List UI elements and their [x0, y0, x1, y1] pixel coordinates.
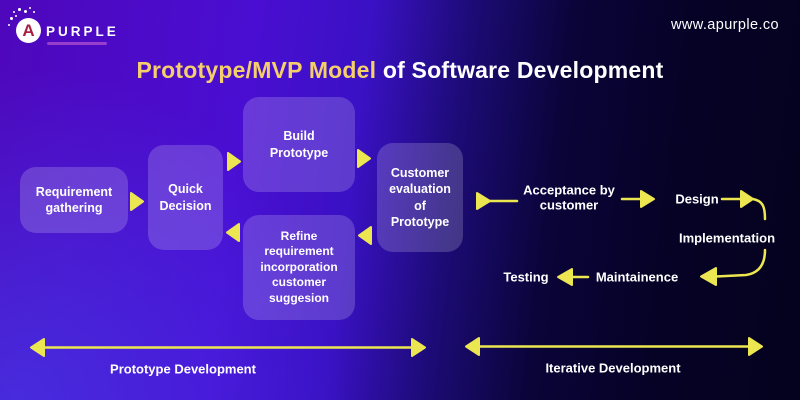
prototype-development-label: Prototype Development — [110, 361, 256, 377]
step-testing: Testing — [503, 269, 549, 285]
apurple-logo-icon: A — [16, 18, 41, 43]
step-maintainence: Maintainence — [595, 269, 679, 285]
arrow-to-testing — [557, 268, 573, 286]
step-acceptance-by-customer: Acceptance by customer — [523, 182, 615, 213]
page-title: Prototype/MVP Model of Software Developm… — [0, 57, 800, 84]
step-implementation: Implementation — [678, 230, 776, 246]
website-url: www.apurple.co — [671, 17, 779, 33]
title-rest: of Software Development — [376, 57, 664, 83]
logo-dot — [24, 10, 27, 13]
logo-dot — [15, 15, 17, 17]
flow-box-customer-evaluation: Customer evaluation of Prototype — [377, 143, 463, 252]
logo-dot — [29, 7, 31, 9]
arrow-requirement-to-quick — [130, 192, 144, 211]
brand-name: PURPLE — [46, 24, 119, 39]
step-design: Design — [675, 191, 719, 207]
logo-monogram: A — [22, 21, 35, 40]
connector-implementation-maintainence-curve — [714, 248, 767, 278]
iterative-development-label: Iterative Development — [545, 360, 681, 376]
arrow-build-to-customer — [357, 149, 371, 168]
arrow-refine-to-quick — [226, 223, 240, 242]
flow-box-requirement-gathering: Requirement gathering — [20, 167, 128, 233]
logo-dot — [13, 11, 15, 13]
connector-design-implementation-curve — [751, 197, 767, 221]
flow-box-quick-decision: Quick Decision — [148, 145, 223, 250]
arrow-design-exit — [740, 190, 754, 208]
arrow-to-acceptance — [476, 192, 491, 210]
iterative-span-left-arrowhead — [465, 337, 480, 356]
logo-tagline-bar — [47, 41, 107, 45]
logo-dot — [10, 17, 13, 20]
flow-box-refine-requirement: Refine requirement incorporation custome… — [243, 215, 355, 320]
arrow-to-design — [640, 190, 655, 208]
logo-dot — [8, 24, 10, 26]
flow-box-build-prototype: Build Prototype — [243, 97, 355, 192]
iterative-span-right-arrowhead — [748, 337, 763, 356]
logo-dot — [18, 8, 21, 11]
title-highlight: Prototype/MVP Model — [136, 57, 377, 83]
arrow-quick-to-build — [227, 152, 241, 171]
arrow-to-maintainence — [700, 267, 717, 286]
prototype-span-left-arrowhead — [30, 338, 45, 357]
prototype-span-right-arrowhead — [411, 338, 426, 357]
logo-dot — [33, 11, 35, 13]
arrow-customer-to-refine — [358, 226, 372, 245]
